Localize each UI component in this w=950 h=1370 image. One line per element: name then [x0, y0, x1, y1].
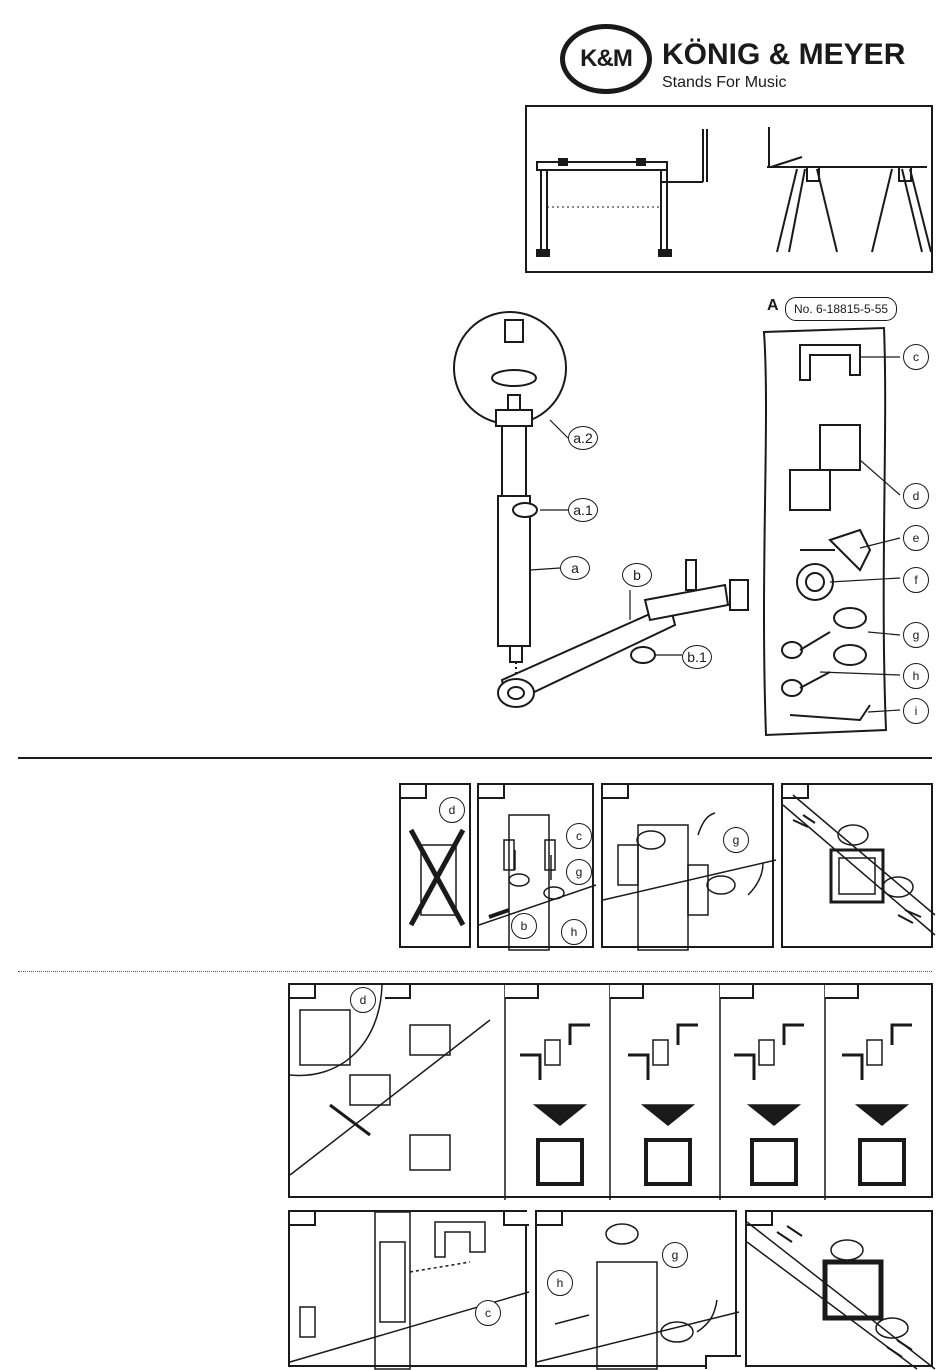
brand-name: KÖNIG & MEYER — [662, 38, 905, 72]
step-3-1-panel: c — [288, 1210, 527, 1367]
step-number-tab — [503, 1212, 529, 1226]
step-number-tab — [705, 1355, 741, 1369]
section-divider-dotted — [18, 971, 932, 972]
step-row-2-drawing — [290, 985, 935, 1200]
step-3-3-panel — [745, 1210, 933, 1367]
set-a-item-c: c — [903, 344, 929, 370]
label-h: h — [561, 919, 587, 945]
step-1-3-drawing — [603, 785, 776, 950]
label-d: d — [350, 987, 376, 1013]
step-1-1-panel: d — [399, 783, 471, 948]
brand-tagline: Stands For Music — [662, 74, 786, 92]
step-number-tab — [610, 985, 644, 999]
step-row-2-panel: d — [288, 983, 933, 1198]
step-1-4-panel — [781, 783, 933, 948]
set-a-label: A — [767, 297, 779, 315]
label-b: b — [622, 563, 652, 587]
set-a-bag-drawing — [760, 320, 890, 740]
set-a-item-e: e — [903, 525, 929, 551]
step-3-1-drawing — [290, 1212, 529, 1369]
label-c: c — [475, 1300, 501, 1326]
km-logo-badge: K&M — [560, 24, 652, 94]
set-a-item-h: h — [903, 663, 929, 689]
label-g: g — [662, 1242, 688, 1268]
set-a-part-number: No. 6-18815-5-55 — [785, 297, 897, 321]
logo-text: K&M — [580, 45, 632, 73]
step-number-tab — [290, 985, 316, 999]
step-1-3-panel: g — [601, 783, 774, 948]
label-c: c — [566, 823, 592, 849]
step-number-tab — [385, 985, 411, 999]
parts-drawing-a-b — [450, 300, 770, 740]
set-a-item-g: g — [903, 622, 929, 648]
label-h: h — [547, 1270, 573, 1296]
step-number-tab — [825, 985, 859, 999]
label-a2: a.2 — [568, 426, 598, 450]
overview-illustration-box — [525, 105, 933, 273]
section-divider — [18, 757, 932, 759]
label-g: g — [723, 827, 749, 853]
label-b: b — [511, 913, 537, 939]
step-1-2-panel: c g b h — [477, 783, 594, 948]
step-3-2-panel: h g — [535, 1210, 737, 1367]
label-g: g — [566, 859, 592, 885]
set-a-item-d: d — [903, 483, 929, 509]
label-a: a — [560, 556, 590, 580]
set-a-item-i: i — [903, 698, 929, 724]
label-d: d — [439, 797, 465, 823]
step-3-3-drawing — [747, 1212, 935, 1369]
stand-overview-drawing — [527, 107, 935, 275]
set-a-item-f: f — [903, 567, 929, 593]
step-number-tab — [720, 985, 754, 999]
step-1-4-drawing — [783, 785, 935, 950]
step-number-tab — [505, 985, 539, 999]
label-a1: a.1 — [568, 498, 598, 522]
label-b1: b.1 — [682, 645, 712, 669]
